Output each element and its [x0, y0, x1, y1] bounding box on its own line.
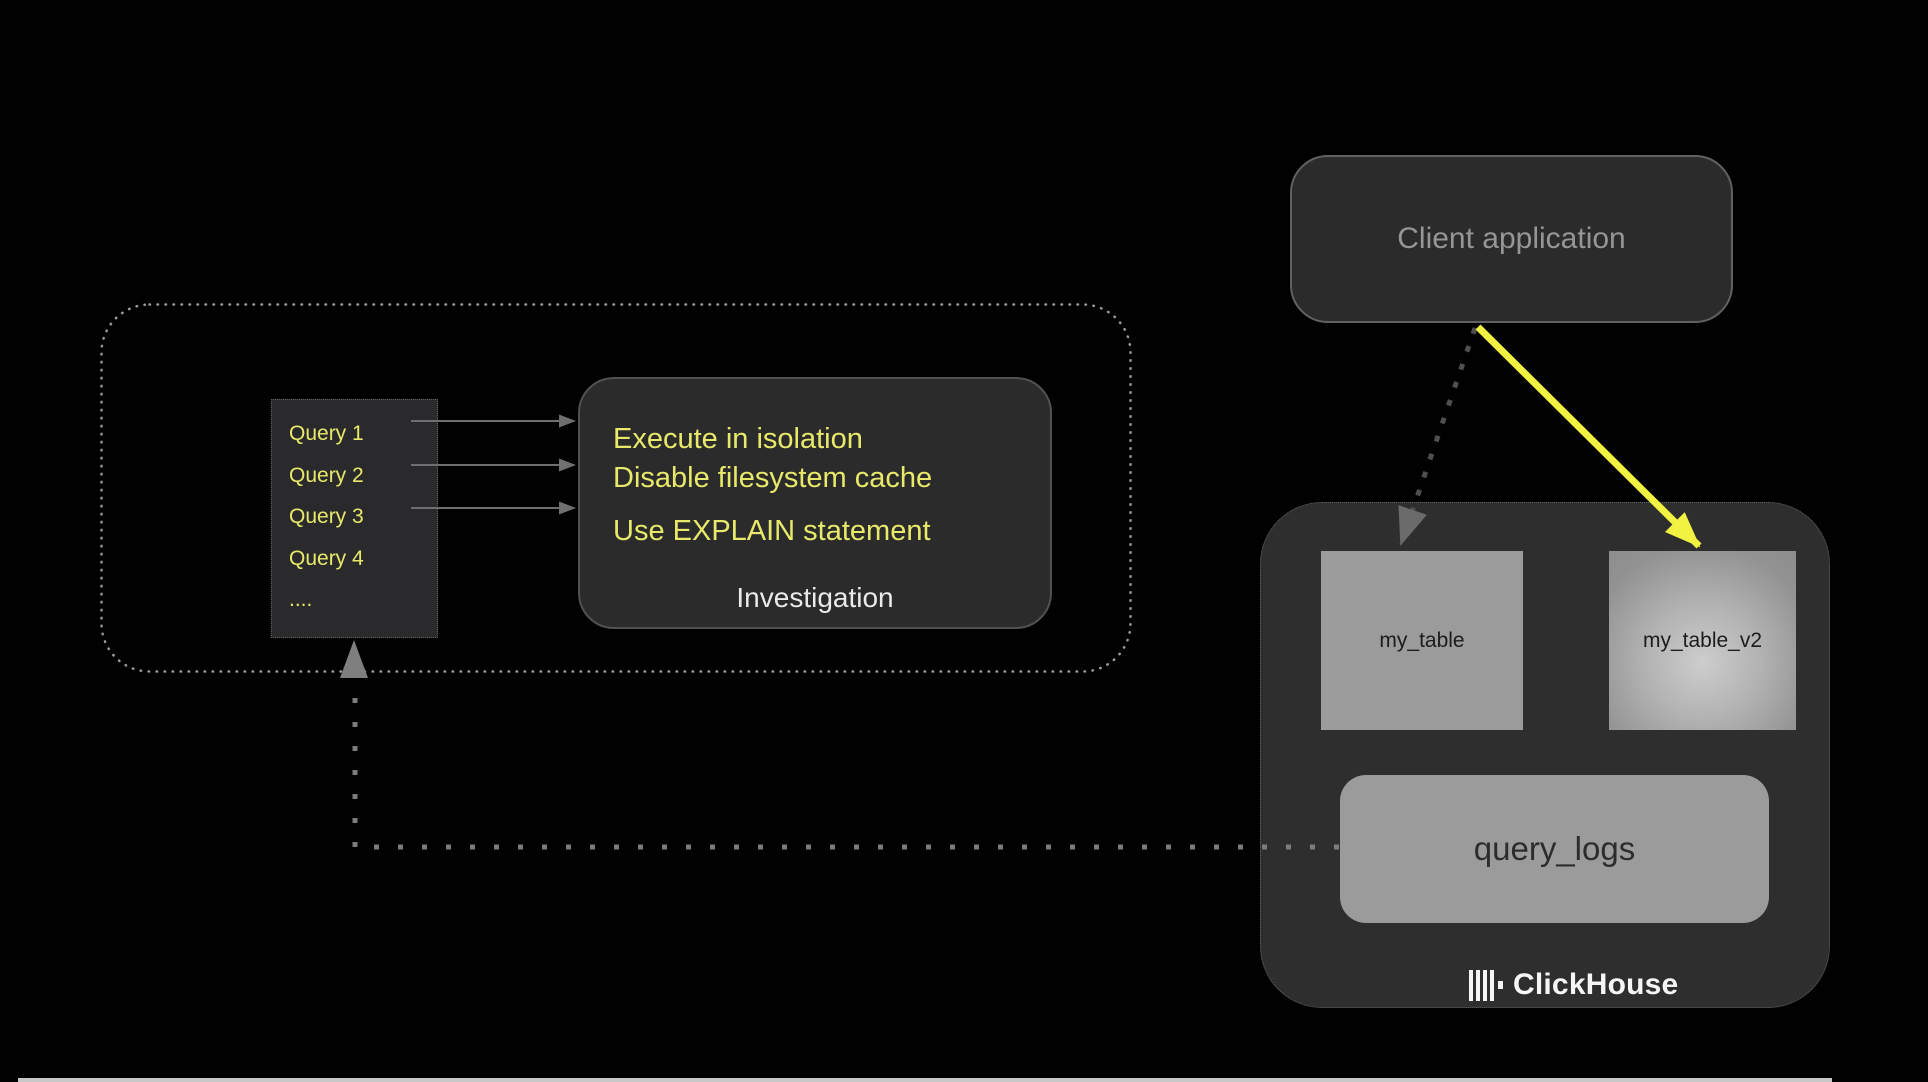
logo-bar [1476, 969, 1480, 1001]
my-table-v2-label: my_table_v2 [1642, 628, 1763, 652]
my-table-label: my_table [1379, 628, 1465, 652]
query-item-ellipsis: .... [289, 588, 313, 612]
logo-bar [1490, 969, 1494, 1001]
feedback-arrowhead [340, 640, 368, 678]
query-item: Query 4 [289, 546, 364, 570]
query-logs-box: query_logs [1340, 775, 1769, 923]
client-application-label: Client application [1397, 222, 1626, 255]
bottom-edge-strip [18, 1078, 1832, 1082]
query-item: Query 1 [289, 422, 364, 445]
clickhouse-brand-text: ClickHouse [1513, 968, 1679, 1001]
query-logs-feedback-line [352, 690, 1339, 850]
investigation-tip: Disable filesystem cache [613, 462, 933, 494]
query-logs-label: query_logs [1473, 830, 1636, 867]
query-list-box: Query 1 Query 2 Query 3 Query 4 .... [271, 399, 438, 638]
clickhouse-brand: ClickHouse [1469, 968, 1678, 1002]
investigation-tip: Execute in isolation [613, 423, 863, 455]
logo-bar [1483, 969, 1487, 1001]
investigation-box: Execute in isolation Disable filesystem … [578, 377, 1052, 629]
query-item: Query 2 [289, 463, 364, 487]
query-item: Query 3 [289, 505, 364, 529]
my-table-box: my_table [1321, 551, 1523, 730]
client-application-box: Client application [1290, 155, 1733, 323]
logo-bar [1469, 969, 1473, 1001]
logo-dot [1498, 981, 1503, 989]
clickhouse-container: my_table my_table_v2 query_logs ClickHou… [1260, 502, 1830, 1008]
investigation-tip: Use EXPLAIN statement [613, 515, 931, 547]
investigation-caption: Investigation [736, 582, 894, 613]
clickhouse-logo-icon [1469, 969, 1503, 1001]
my-table-v2-box: my_table_v2 [1609, 551, 1796, 730]
